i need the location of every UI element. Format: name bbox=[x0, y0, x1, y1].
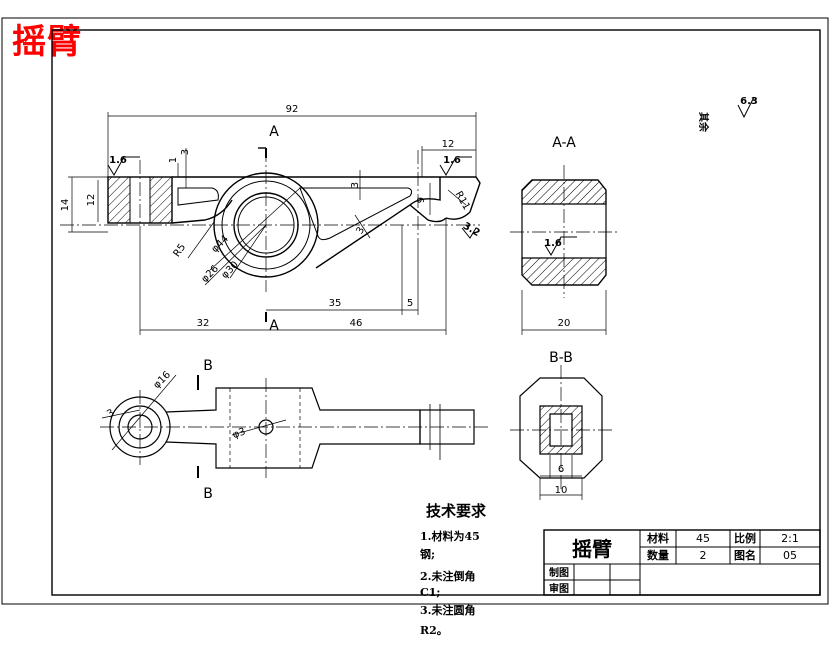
dim-radius-left: R5 bbox=[172, 242, 189, 259]
label-b-top: B bbox=[203, 358, 213, 374]
dim-top-right-width: 12 bbox=[442, 139, 455, 150]
dim-rib-slope: 3 bbox=[354, 225, 367, 236]
tb-scale-label: 比例 bbox=[734, 531, 756, 545]
dim-gap-small: 1 bbox=[168, 157, 179, 163]
dim-len-32: 32 bbox=[197, 318, 210, 329]
dim-radius-right: R11 bbox=[452, 189, 471, 212]
dim-b-center-hole: φ3 bbox=[231, 426, 247, 441]
dim-left-inner-height: 12 bbox=[86, 194, 97, 207]
tech-line-2: 钢; bbox=[420, 547, 435, 561]
tech-line-3: 2.未注倒角 bbox=[420, 569, 475, 583]
drawing-title-corner: 摇臂 bbox=[12, 22, 82, 62]
section-aa-view bbox=[510, 165, 618, 335]
dim-rib-left: 3 bbox=[180, 149, 191, 155]
dimension-labels: 92 12 14 12 3 1 3 3 9 R11 R5 φ44 φ26 φ30… bbox=[60, 96, 758, 496]
dim-bb-inner: 6 bbox=[558, 464, 564, 475]
label-b-bottom: B bbox=[203, 486, 213, 502]
tech-line-4: C1; bbox=[420, 586, 440, 599]
tb-drawing-no-label: 图名 bbox=[734, 548, 756, 562]
tb-scale-value: 2:1 bbox=[781, 532, 799, 545]
title-block bbox=[543, 529, 821, 596]
tb-quantity-value: 2 bbox=[700, 549, 707, 562]
tech-title: 技术要求 bbox=[426, 502, 487, 520]
rough-right: 1.6 bbox=[443, 155, 461, 166]
rough-side: 6.3 bbox=[740, 96, 758, 107]
tb-material-value: 45 bbox=[696, 532, 710, 545]
dim-rib-mid: 3 bbox=[350, 182, 361, 188]
inner-border bbox=[51, 29, 821, 596]
dim-overall-length: 92 bbox=[286, 104, 299, 115]
rough-note: 其余 bbox=[697, 112, 710, 133]
tech-line-6: R2。 bbox=[420, 624, 448, 637]
roughness-symbols bbox=[107, 96, 755, 256]
section-bb-view bbox=[510, 365, 612, 500]
tb-checked-by-label: 审图 bbox=[549, 582, 569, 595]
label-a-bottom: A bbox=[269, 318, 279, 334]
tech-line-5: 3.未注圆角 bbox=[420, 603, 475, 617]
b-view bbox=[100, 374, 490, 478]
rough-left: 1.6 bbox=[109, 155, 127, 166]
tech-line-1: 1.材料为45 bbox=[420, 529, 480, 543]
tech-requirements: 技术要求 1.材料为45 钢; 2.未注倒角 C1; 3.未注圆角 R2。 bbox=[420, 502, 487, 637]
dim-bb-outer: 10 bbox=[555, 485, 568, 496]
tb-drawing-no-value: 05 bbox=[783, 549, 797, 562]
dim-aa-width: 20 bbox=[558, 318, 571, 329]
dim-len-46: 46 bbox=[350, 318, 363, 329]
label-section-bb: B-B bbox=[549, 350, 573, 366]
dim-len-35: 35 bbox=[329, 298, 342, 309]
rough-aa: 1.6 bbox=[544, 238, 562, 249]
dim-b-small: 3 bbox=[105, 407, 116, 420]
tb-quantity-label: 数量 bbox=[647, 548, 669, 562]
outer-border bbox=[1, 17, 829, 605]
title-block-text: 摇臂 材料 45 比例 2:1 数量 2 图名 05 制图 审图 bbox=[549, 531, 799, 595]
dim-left-height: 14 bbox=[60, 199, 71, 212]
tb-part-name: 摇臂 bbox=[572, 537, 612, 561]
dim-right-height: 9 bbox=[416, 197, 427, 203]
label-a-top: A bbox=[269, 124, 279, 140]
dim-len-5: 5 bbox=[407, 298, 413, 309]
tb-material-label: 材料 bbox=[647, 531, 669, 545]
dim-hub-bore: φ26 bbox=[200, 264, 221, 285]
label-section-aa: A-A bbox=[552, 135, 576, 151]
dim-hub-outer: φ44 bbox=[210, 234, 231, 255]
tb-drawn-by-label: 制图 bbox=[549, 566, 569, 579]
front-view bbox=[60, 112, 481, 335]
dim-hub-inner: φ30 bbox=[220, 260, 241, 281]
dim-b-hole: φ16 bbox=[152, 370, 173, 391]
